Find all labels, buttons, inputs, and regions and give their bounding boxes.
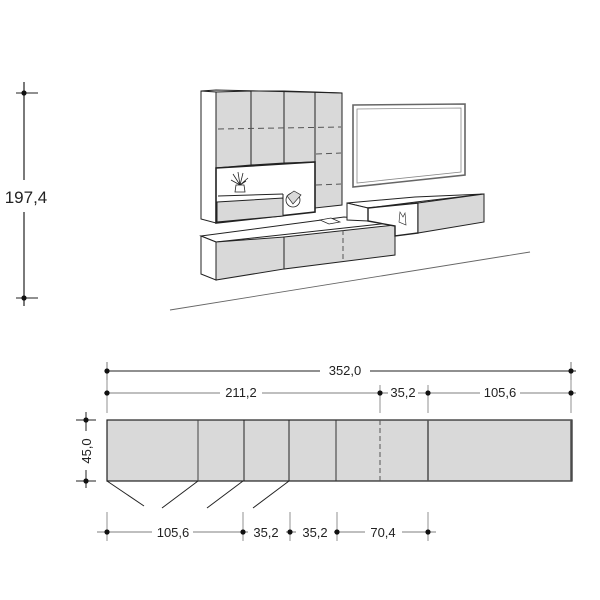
height-dimension: 197,4 xyxy=(5,82,48,306)
lower-segment-label: 35,2 xyxy=(253,525,278,540)
upper-segment-label: 35,2 xyxy=(390,385,415,400)
depth-dimension: 45,0 xyxy=(76,412,96,488)
upper-segment-dimensions: 211,2 35,2 105,6 xyxy=(104,380,576,413)
bowl-plant-icon xyxy=(285,190,302,208)
lower-segment-label: 70,4 xyxy=(370,525,395,540)
plant-icon xyxy=(230,171,249,193)
upper-segment-label: 211,2 xyxy=(225,385,257,400)
overall-width-label: 352,0 xyxy=(329,363,362,378)
perspective-view xyxy=(169,89,531,311)
lower-segment-label: 105,6 xyxy=(157,525,190,540)
height-label: 197,4 xyxy=(5,188,48,207)
floor-line xyxy=(169,251,531,311)
overall-width-dimension: 352,0 xyxy=(104,362,576,380)
plan-cabinets xyxy=(106,419,573,509)
tv xyxy=(352,103,466,188)
depth-label: 45,0 xyxy=(79,438,94,463)
lowboard-left xyxy=(199,216,396,281)
lowboard-right xyxy=(346,193,485,237)
upper-segment-label: 105,6 xyxy=(484,385,517,400)
wall-unit-side xyxy=(200,90,217,224)
lower-segment-dimensions: 105,6 35,2 35,2 70,4 xyxy=(97,512,436,541)
lower-segment-label: 35,2 xyxy=(302,525,327,540)
